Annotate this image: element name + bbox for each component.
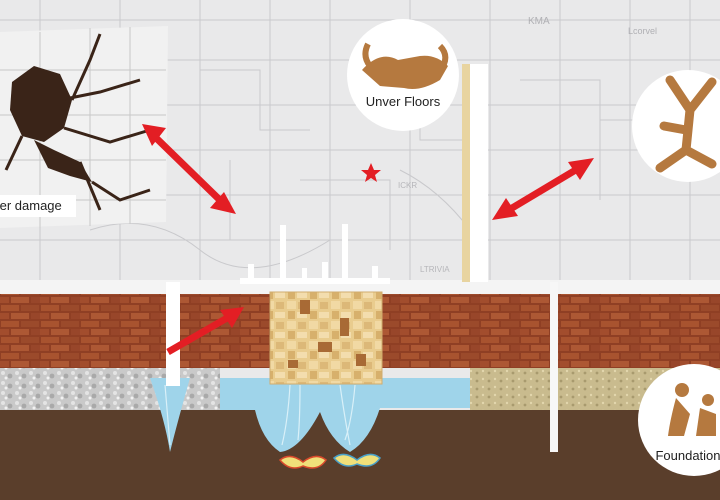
pier-posts — [248, 224, 378, 282]
gravel-layer — [0, 368, 220, 412]
water-damage-label: ter damage — [0, 195, 76, 217]
tree-roots-icon — [632, 70, 720, 182]
arrow-wall-to-slab — [147, 129, 229, 209]
sitting-people-icon — [638, 364, 720, 476]
stone-pillar — [269, 291, 383, 385]
pillar-dark-stones — [288, 300, 366, 368]
arrow-head — [220, 307, 244, 328]
star-marker-icon — [361, 163, 381, 182]
right-post — [550, 282, 558, 452]
water-drip-left — [150, 378, 190, 452]
arrow-head — [492, 198, 518, 220]
map-text-lcorvel: Lcorvel — [628, 26, 657, 36]
arrow-head — [142, 124, 166, 146]
foundation-label: Foundation — [655, 448, 720, 463]
map-text-kma: KMA — [528, 16, 550, 27]
handshake-icon — [347, 19, 459, 131]
under-floors-label: Unver Floors — [365, 94, 441, 109]
butterfly-icon — [278, 453, 382, 469]
map-text-ltrivia: LTRIVIA — [420, 265, 450, 274]
arrow-water-up — [166, 310, 236, 356]
water-streaks — [164, 384, 356, 446]
map-text-ickr: ICKR — [398, 181, 417, 190]
left-post — [166, 282, 180, 386]
red-arrows — [142, 124, 594, 356]
arrow-post-to-roots — [500, 161, 586, 218]
arrow-head — [210, 192, 236, 214]
arrow-head — [568, 158, 594, 180]
cracked-wall-icon — [0, 26, 168, 228]
